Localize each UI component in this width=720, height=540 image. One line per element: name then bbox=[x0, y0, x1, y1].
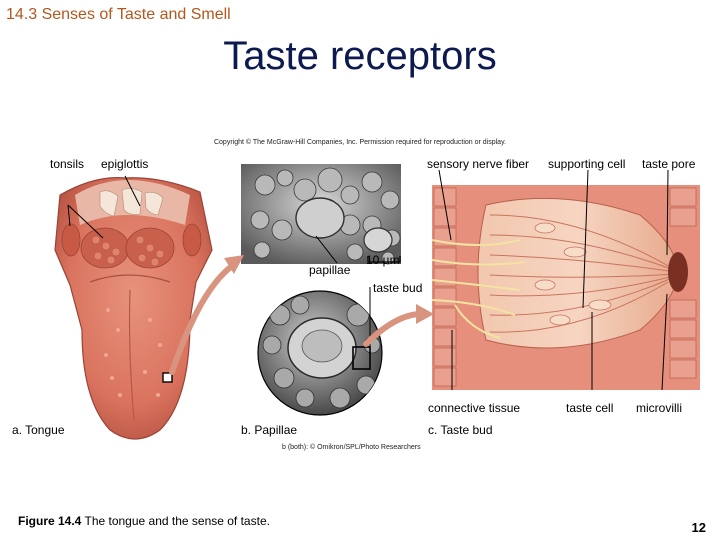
label-microvilli: microvilli bbox=[636, 401, 682, 415]
figure-number: Figure 14.4 bbox=[18, 514, 81, 528]
panel-label-taste-bud: c. Taste bud bbox=[428, 423, 493, 437]
photo-credit: b (both): © Omikron/SPL/Photo Researcher… bbox=[282, 444, 421, 451]
label-taste-bud: taste bud bbox=[373, 281, 422, 295]
panel-label-tongue: a. Tongue bbox=[12, 423, 65, 437]
label-epiglottis: epiglottis bbox=[101, 157, 148, 171]
figure-caption: Figure 14.4 The tongue and the sense of … bbox=[18, 514, 270, 528]
figure-caption-text: The tongue and the sense of taste. bbox=[84, 514, 269, 528]
taste-bud-sem-image bbox=[258, 287, 382, 415]
label-tonsils: tonsils bbox=[50, 157, 84, 171]
label-scale-bar: 10 µm bbox=[366, 253, 400, 267]
page-number: 12 bbox=[692, 520, 706, 535]
label-connective-tissue: connective tissue bbox=[428, 401, 520, 415]
label-taste-pore: taste pore bbox=[642, 157, 695, 171]
label-sensory-nerve-fiber: sensory nerve fiber bbox=[427, 157, 529, 171]
label-papillae: papillae bbox=[309, 263, 350, 277]
taste-bud-illustration bbox=[432, 170, 700, 390]
panel-label-papillae: b. Papillae bbox=[241, 423, 297, 437]
tongue-illustration bbox=[55, 176, 212, 439]
label-supporting-cell: supporting cell bbox=[548, 157, 625, 171]
label-taste-cell: taste cell bbox=[566, 401, 613, 415]
papillae-sem-image bbox=[241, 164, 401, 264]
